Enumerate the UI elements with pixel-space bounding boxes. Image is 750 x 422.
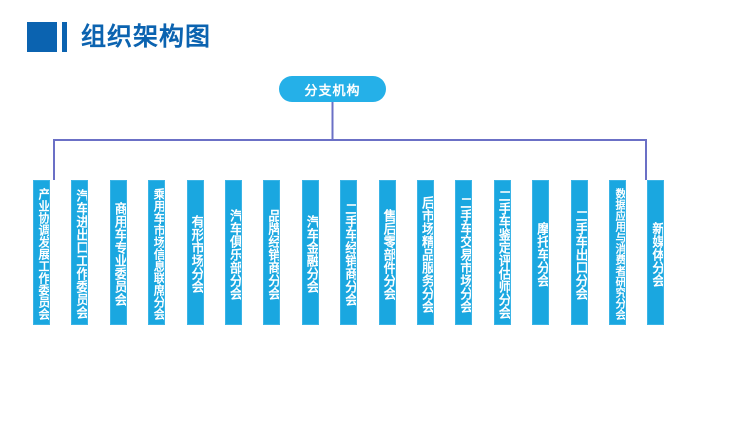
leaf-node[interactable]: 品牌经销商分会 [263, 180, 281, 325]
leaf-node[interactable]: 汽车金融分会 [301, 180, 319, 325]
leaf-node[interactable]: 二手车出口分会 [570, 180, 588, 325]
leaf-node[interactable]: 商用车专业委员会 [109, 180, 127, 325]
leaf-node[interactable]: 二手车交易市场分会 [455, 180, 473, 325]
leaf-node[interactable]: 售后零部件分会 [378, 180, 396, 325]
leaf-node[interactable]: 产业协调发展工作委员会 [33, 180, 50, 325]
leaf-node[interactable]: 汽车进出口工作委员会 [71, 180, 89, 325]
leaf-node[interactable]: 二手车鉴定评估师分会 [493, 180, 511, 325]
leaf-node[interactable]: 后市场精品服务分会 [417, 180, 434, 325]
leaf-node[interactable]: 有形市场分会 [186, 180, 204, 325]
leaf-node[interactable]: 摩托车分会 [532, 180, 550, 325]
title-square-block-icon [27, 22, 57, 52]
title-bar-tick-icon [62, 22, 67, 52]
leaf-node[interactable]: 新媒体分会 [647, 180, 665, 325]
page-title: 组织架构图 [81, 22, 212, 51]
page-title-bar: 组织架构图 [27, 22, 211, 52]
leaf-node[interactable]: 汽车俱乐部分会 [225, 180, 242, 325]
leaf-node[interactable]: 数据应用与消费者研究分会 [609, 180, 626, 325]
root-node-branch-offices[interactable]: 分支机构 [279, 76, 386, 102]
leaf-node[interactable]: 乘用车市场信息联席分会 [148, 180, 166, 325]
leaf-node[interactable]: 二手车经销商分会 [340, 180, 358, 325]
